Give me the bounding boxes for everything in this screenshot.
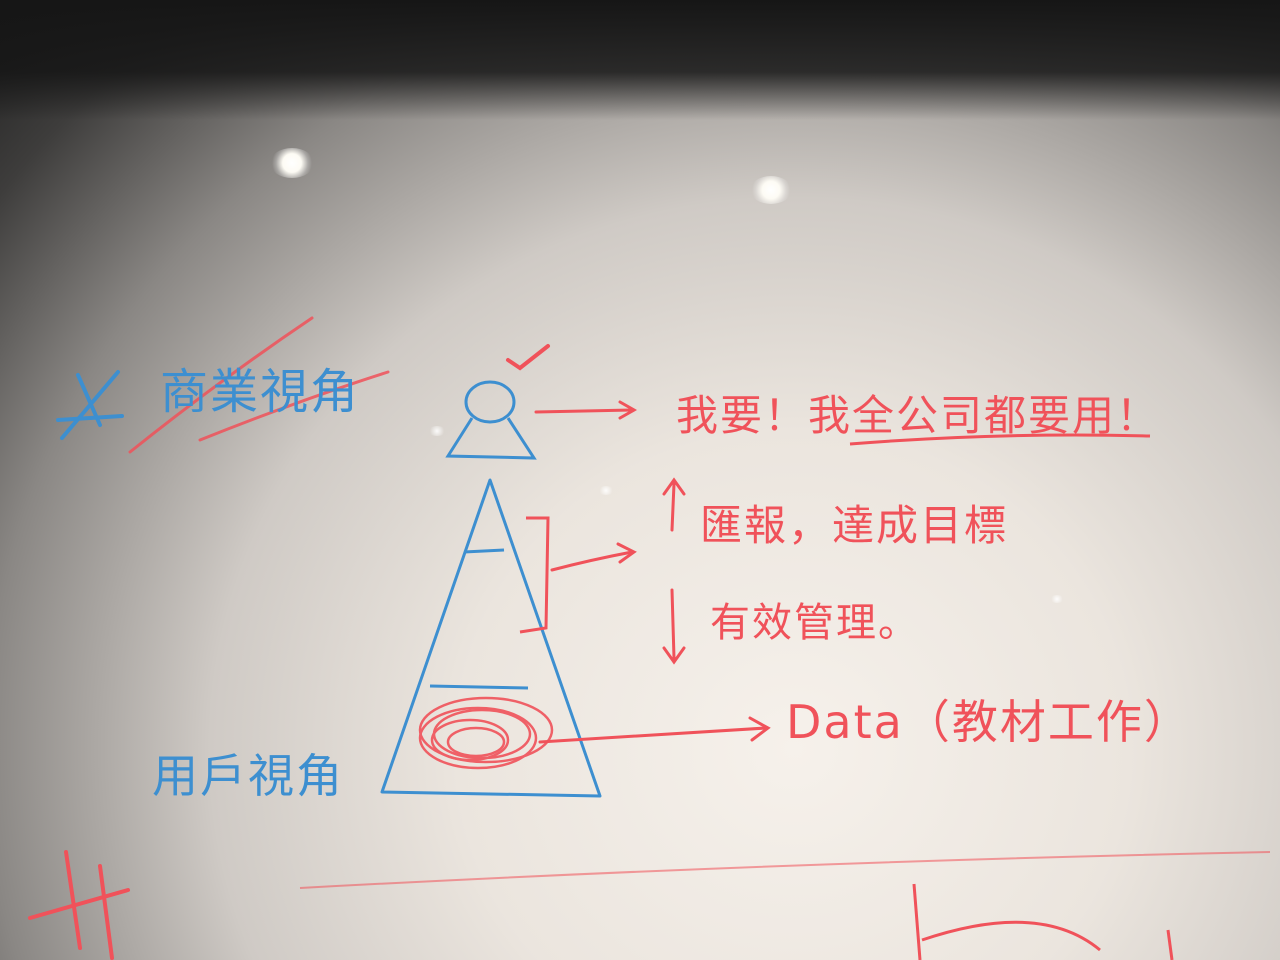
ceiling-shadow xyxy=(0,0,1280,120)
red-hash-mark xyxy=(28,850,130,960)
note-report-goals: 匯報，達成目標 xyxy=(700,501,1009,550)
light-reflection xyxy=(428,426,446,436)
pyramid xyxy=(380,478,602,798)
note-effective-management: 有效管理。 xyxy=(710,600,920,646)
ceiling-light-left xyxy=(270,148,314,178)
note-company-wide: 我要！我全公司都要用！ xyxy=(676,391,1161,440)
red-check-mark xyxy=(506,344,550,371)
red-curve-bottom xyxy=(912,883,1174,960)
red-underline xyxy=(849,433,1151,446)
blue-x-mark xyxy=(56,370,124,440)
red-long-line xyxy=(299,851,1271,889)
person-figure xyxy=(445,380,537,460)
ceiling-light-right xyxy=(750,176,792,204)
red-scribble xyxy=(418,696,554,770)
red-bracket xyxy=(519,516,550,634)
red-arrows xyxy=(534,400,771,744)
red-strike-lines xyxy=(128,316,390,454)
label-business-perspective: 商業視角 xyxy=(160,364,361,420)
note-data: Data（教材工作） xyxy=(786,695,1192,749)
light-reflection xyxy=(598,486,614,495)
light-reflection xyxy=(1050,595,1064,603)
label-user-perspective: 用戶視角 xyxy=(152,749,344,803)
